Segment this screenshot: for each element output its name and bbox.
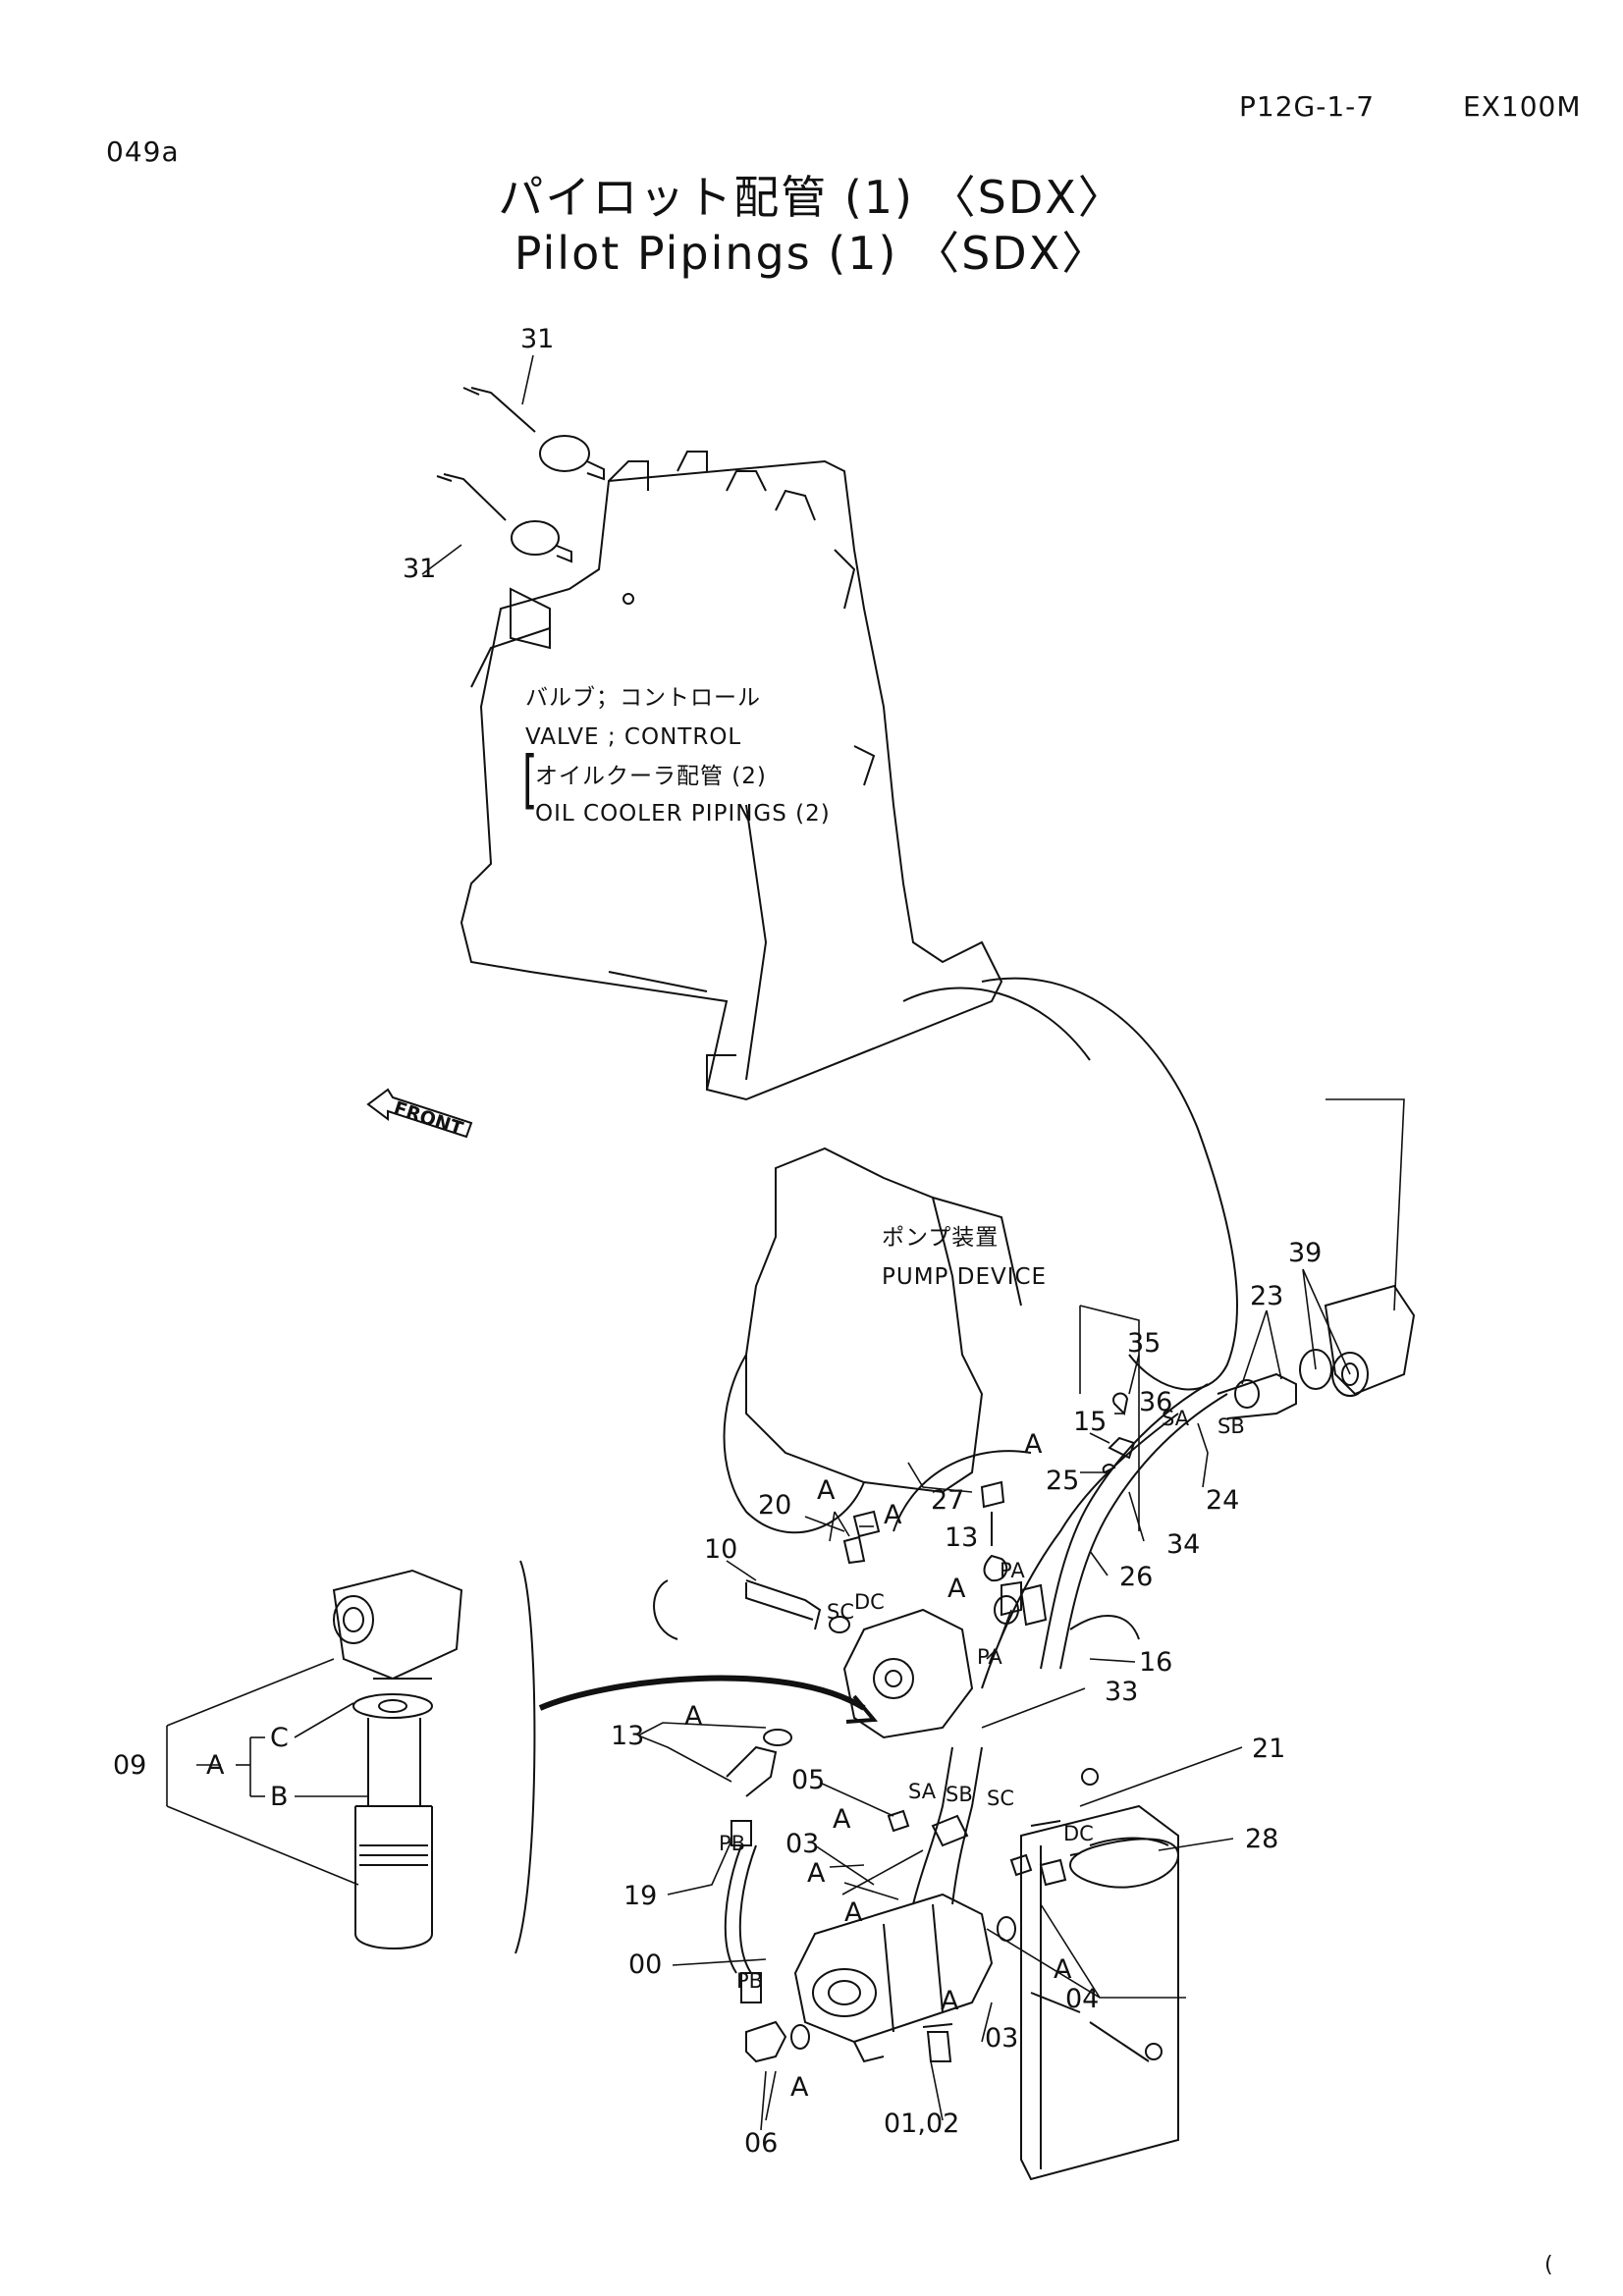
callout-26: 26 (1119, 1562, 1154, 1592)
port-DC-upper: DC (854, 1590, 885, 1614)
callout-13-upper: 13 (945, 1522, 979, 1553)
port-SC-lower: SC (987, 1787, 1014, 1810)
control-valve-label-en: VALVE ; CONTROL (525, 724, 742, 750)
callout-19: 19 (623, 1881, 658, 1911)
oil-cooler-bracket: [ (522, 744, 539, 817)
callout-25: 25 (1046, 1466, 1080, 1496)
port-DC-lower: DC (1063, 1822, 1094, 1845)
letter-A-13-lower: A (684, 1701, 703, 1732)
letter-A-03-bottom: A (941, 1986, 959, 2016)
model-number: EX100M (1463, 90, 1582, 123)
pilot-filter-inset-drawing (334, 1561, 534, 1953)
doc-code: 049a (106, 135, 180, 168)
letter-A-fitting: A (844, 1897, 863, 1928)
inset-pointer-arrow (540, 1679, 864, 1708)
port-PA-upper: PA (1000, 1559, 1025, 1582)
callout-13-lower: 13 (611, 1721, 645, 1751)
callout-23: 23 (1250, 1281, 1284, 1311)
callout-15: 15 (1073, 1407, 1108, 1437)
solenoid-valve-drawing (795, 1895, 992, 2061)
callout-09: 09 (113, 1750, 147, 1781)
callout-35: 35 (1127, 1328, 1162, 1359)
callout-05: 05 (791, 1765, 826, 1795)
callout-31-upper: 31 (520, 324, 555, 354)
callout-36: 36 (1139, 1387, 1173, 1417)
pump-device-label-jp: ポンプ装置 (882, 1225, 1000, 1251)
port-SB-lower: SB (946, 1783, 973, 1806)
letter-A-27: A (884, 1500, 902, 1530)
callout-10: 10 (704, 1534, 738, 1565)
callout-03-bottom: 03 (985, 2023, 1019, 2054)
port-PA-lower: PA (977, 1645, 1002, 1669)
control-valve-label-jp: バルブ；コントロール (525, 685, 761, 711)
control-valve-drawing (461, 452, 1001, 1099)
pressure-sender-drawing (437, 388, 604, 561)
page-reference: P12G-1-7 (1239, 90, 1376, 123)
port-PB-upper: PB (719, 1832, 746, 1855)
callout-27: 27 (931, 1485, 965, 1516)
letter-A-09: A (206, 1750, 225, 1781)
port-SC-upper: SC (827, 1600, 854, 1624)
port-SA-lower: SA (908, 1780, 937, 1803)
callout-34: 34 (1166, 1529, 1201, 1560)
callout-28: 28 (1245, 1824, 1279, 1854)
port-SA-upper: SA (1162, 1407, 1190, 1430)
pilot-hoses-drawing (913, 1384, 1227, 1904)
callout-06: 06 (744, 2128, 779, 2159)
oil-cooler-label-jp: オイルクーラ配管 (2) (535, 764, 767, 789)
callout-04: 04 (1065, 1984, 1100, 2014)
letter-A-15: A (1024, 1429, 1043, 1460)
letter-A-06: A (790, 2072, 809, 2103)
mounting-plate-drawing (1021, 1769, 1178, 2179)
callout-20: 20 (758, 1490, 792, 1521)
letter-A-05: A (833, 1804, 851, 1835)
letter-C-09: C (270, 1723, 289, 1753)
pump-device-label-en: PUMP DEVICE (882, 1264, 1048, 1290)
callout-21: 21 (1252, 1734, 1286, 1764)
letter-A-04: A (1054, 1954, 1072, 1985)
callout-31-lower: 31 (403, 554, 437, 584)
letter-A-top-20: A (817, 1475, 836, 1506)
callout-24: 24 (1206, 1485, 1240, 1516)
callout-00: 00 (628, 1949, 663, 1980)
callout-39: 39 (1288, 1238, 1323, 1268)
callout-01-02: 01,02 (884, 2109, 960, 2139)
front-arrow-outline (368, 1090, 471, 1137)
callout-33: 33 (1105, 1677, 1139, 1707)
callout-03-left: 03 (785, 1829, 820, 1859)
letter-A-03: A (807, 1858, 826, 1889)
footer-mark: ( (1544, 2253, 1553, 2277)
callout-16: 16 (1139, 1647, 1173, 1678)
title-japanese: パイロット配管 (1) 〈SDX〉 (498, 171, 1125, 224)
port-SB-upper: SB (1217, 1415, 1245, 1438)
oil-cooler-label-en: OIL COOLER PIPINGS (2) (535, 801, 831, 827)
title-english: Pilot Pipings (1) 〈SDX〉 (514, 227, 1109, 280)
letter-A-13-upper: A (947, 1574, 966, 1604)
letter-B-09: B (270, 1782, 289, 1812)
pilot-pump-drawing (654, 1580, 972, 1737)
pump-device-drawing (725, 979, 1238, 1533)
washer-bracket-drawing (1217, 1286, 1414, 1418)
port-PB-lower: PB (736, 1969, 764, 1993)
